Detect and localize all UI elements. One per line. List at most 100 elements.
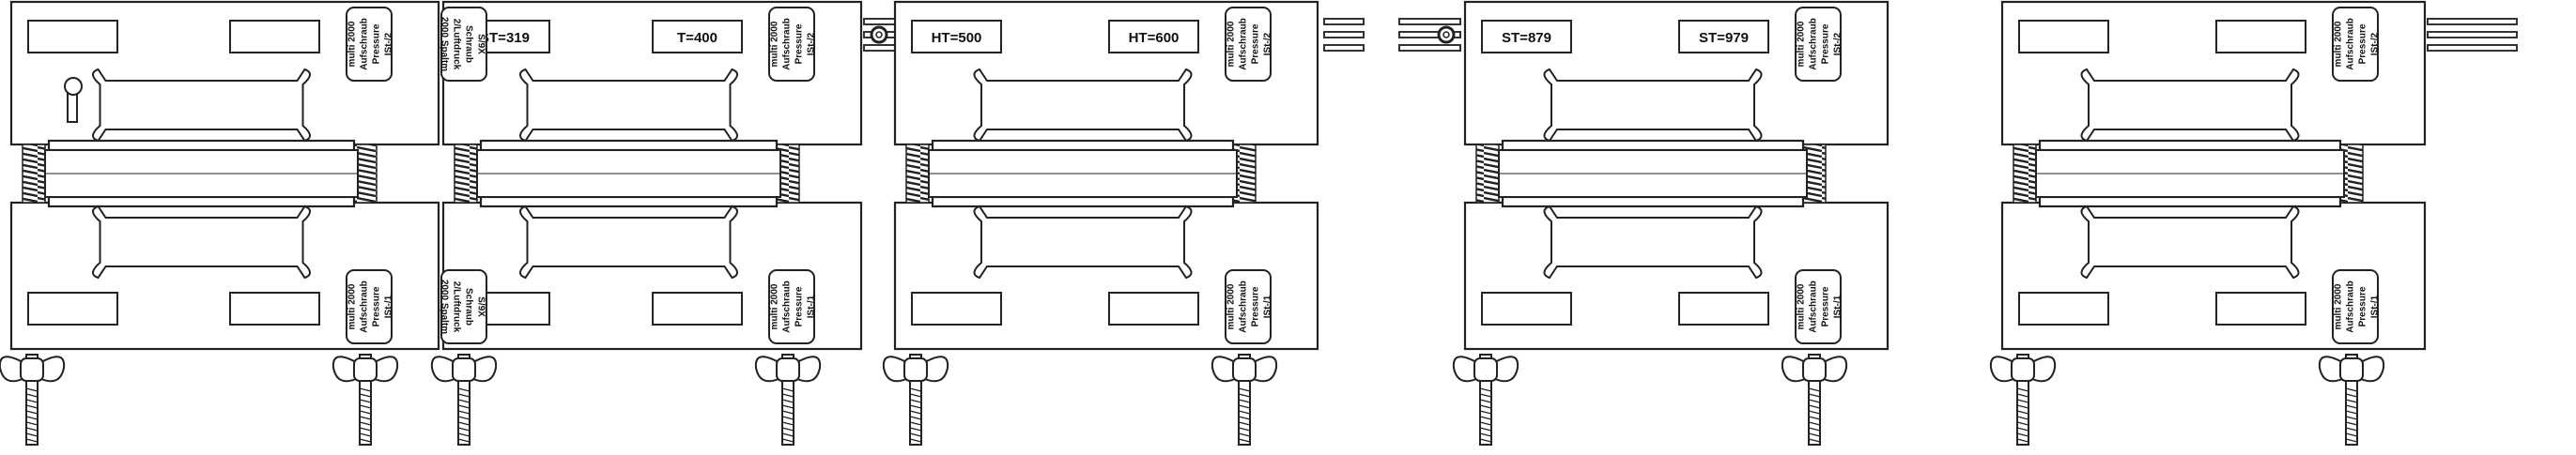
- wing-screw-thread: [2016, 432, 2029, 437]
- tag-bottom: [1795, 269, 1842, 344]
- tag-bottom-line: ISt-/1: [2370, 295, 2381, 318]
- label-box-top-left: [1481, 20, 1572, 53]
- wing-screw-thread: [2345, 410, 2358, 415]
- tag-bottom-line: multi 2000: [1797, 283, 1807, 329]
- clamp-jaw-outline: [2080, 68, 2300, 143]
- tag-top-line: Pressure: [2358, 23, 2368, 64]
- tag-bottom-line: multi 2000: [770, 283, 780, 329]
- upper-pressure-bar: [931, 139, 1235, 152]
- wing-screw-thread: [2016, 427, 2029, 432]
- wing-nut-left-wing: [1452, 356, 1477, 383]
- wing-screw-thread: [2016, 421, 2029, 426]
- wing-screw-thread: [781, 432, 794, 437]
- spring-left: [22, 144, 46, 204]
- tag-bottom-line: ISt-/1: [807, 295, 817, 318]
- tag-top-line: Aufschraub: [1809, 18, 1819, 70]
- wing-screw-thread: [359, 387, 372, 392]
- wing-nut-left-wing: [882, 356, 907, 383]
- wing-screw-thread: [2345, 387, 2358, 392]
- label-box-bottom-right: [2215, 292, 2306, 326]
- wing-screw-thread: [1238, 421, 1251, 426]
- lower-pressure-bar: [2038, 195, 2342, 208]
- clamp-jaw-outline: [973, 68, 1193, 143]
- label-box-top-right: [652, 20, 743, 53]
- tag-top: [1795, 7, 1842, 82]
- rail-bolt-right: [1437, 25, 1456, 44]
- label-box-top-left-text: ST=319: [480, 30, 530, 46]
- tag-top-line: Aufschraub: [360, 18, 370, 70]
- wing-nut-right-wing: [1253, 356, 1278, 383]
- wing-screw-thread: [1808, 404, 1821, 409]
- lever-handle: [67, 91, 78, 123]
- wing-screw-thread: [457, 404, 470, 409]
- wing-screw-thread: [1479, 393, 1492, 398]
- clamp-jaw-outline: [519, 205, 738, 280]
- wing-screw-thread: [25, 416, 39, 420]
- tag-bottom-line: multi 2000: [1226, 283, 1237, 329]
- wing-screw-thread: [25, 399, 39, 403]
- tag-top-line: ISt-/2: [807, 32, 817, 55]
- spring-left: [905, 144, 930, 204]
- wing-screw-thread: [1808, 427, 1821, 432]
- tag-top-line: multi 2000: [770, 21, 780, 67]
- tag-top-line: multi 2000: [347, 21, 358, 67]
- wing-screw-thread: [1808, 432, 1821, 437]
- wing-nut-right-wing: [2031, 356, 2057, 383]
- tag-bottom-line: ISt-/1: [1263, 295, 1273, 318]
- wing-nut-left-wing: [1989, 356, 2014, 383]
- spring-left: [454, 144, 478, 204]
- label-box-bottom-left: [911, 292, 1002, 326]
- side-tag-bottom-line: 2000 Spaltm: [440, 280, 450, 334]
- wing-screw-thread: [25, 421, 39, 426]
- wing-nut-left-wing: [2318, 356, 2343, 383]
- side-tag-top-line: 2000 Spaltm: [440, 17, 450, 71]
- tag-bottom-line: Aufschraub: [360, 281, 370, 333]
- side-tag-bottom-line: 2/Luftdruck: [452, 281, 462, 333]
- label-box-top-right: [1678, 20, 1769, 53]
- tag-bottom: [346, 269, 393, 344]
- wing-screw-thread: [909, 438, 922, 443]
- label-box-top-right-text: HT=600: [1129, 30, 1180, 46]
- tag-top-line: Aufschraub: [1239, 18, 1249, 70]
- wing-nut-hub: [1473, 357, 1498, 382]
- label-box-top-right-text: T=400: [677, 30, 717, 46]
- wing-screw-thread: [457, 393, 470, 398]
- wing-screw-thread: [359, 438, 372, 443]
- tag-top-line: ISt-/2: [2370, 32, 2381, 55]
- wing-nut-hub: [2339, 357, 2364, 382]
- clamp-jaw-outline: [1543, 205, 1763, 280]
- wing-screw-thread: [909, 399, 922, 403]
- wing-screw-thread: [1479, 399, 1492, 403]
- wing-screw-thread: [2345, 399, 2358, 403]
- wing-nut-right-wing: [924, 356, 949, 383]
- side-tag-top: [440, 7, 487, 82]
- tag-top: [346, 7, 393, 82]
- wing-screw-thread: [359, 432, 372, 437]
- wing-nut-right-wing: [472, 356, 498, 383]
- tag-top-line: multi 2000: [1797, 21, 1807, 67]
- wing-screw-thread: [1808, 438, 1821, 443]
- upper-pressure-bar: [1501, 139, 1805, 152]
- tag-top-line: Aufschraub: [2346, 18, 2356, 70]
- wing-screw-thread: [25, 387, 39, 392]
- wing-nut-left-wing: [0, 356, 23, 383]
- tag-bottom: [2332, 269, 2379, 344]
- wing-screw-thread: [1479, 410, 1492, 415]
- wing-screw-thread: [457, 438, 470, 443]
- wing-nut-hub: [1232, 357, 1257, 382]
- tag-bottom: [768, 269, 815, 344]
- wing-nut-hub: [20, 357, 44, 382]
- wing-screw-thread: [2016, 387, 2029, 392]
- label-box-top-right-text: ST=979: [1699, 30, 1749, 46]
- wing-screw-thread: [909, 427, 922, 432]
- wing-screw-thread: [909, 393, 922, 398]
- wing-screw-thread: [909, 404, 922, 409]
- label-box-top-right: [229, 20, 320, 53]
